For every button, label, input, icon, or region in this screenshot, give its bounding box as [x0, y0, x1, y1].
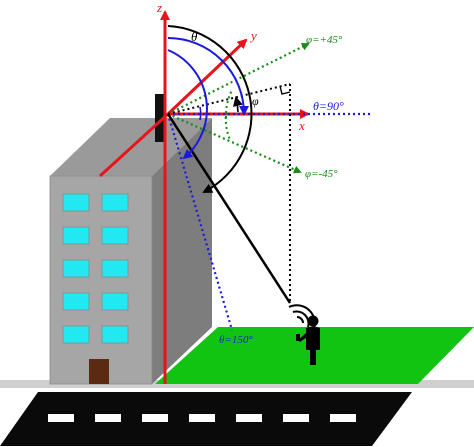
building-window: [62, 226, 90, 245]
right-angle-mark: [279, 85, 291, 95]
phi-plus-45-label: φ=+45°: [306, 34, 343, 46]
building-window: [62, 193, 90, 212]
theta-label: θ: [191, 29, 198, 44]
building-windows: [62, 193, 129, 344]
phi-plus-45-line: [167, 43, 310, 115]
theta-90-label: θ=90°: [313, 99, 344, 113]
phi-minus-45-label: φ=-45°: [305, 168, 338, 180]
user-ray: [166, 113, 292, 304]
phi-direction-lines: [167, 43, 310, 174]
projection-ray: [167, 83, 291, 115]
theta-arc-150: [167, 49, 208, 160]
building-window: [62, 292, 90, 311]
signal-icon: [288, 304, 316, 332]
building-window: [62, 259, 90, 278]
y-axis-line: [166, 38, 248, 116]
y-axis-negative-line: [98, 112, 170, 178]
x-axis-label: x: [298, 118, 305, 133]
building-window: [101, 226, 129, 245]
phi-minus-arc: [224, 111, 231, 141]
building-door: [89, 359, 109, 384]
theta-arc-small: [199, 106, 202, 121]
building-window: [101, 193, 129, 212]
phi-label: φ: [252, 94, 259, 108]
building-window: [62, 325, 90, 344]
z-axis-label: z: [156, 0, 162, 15]
y-axis-label: y: [249, 28, 257, 43]
theta-150-label: θ=150°: [219, 334, 253, 346]
building-window: [101, 259, 129, 278]
antenna-panel: [155, 94, 165, 142]
theta-arc-black: [167, 25, 253, 193]
building-window: [101, 325, 129, 344]
projection-lines: [167, 83, 291, 303]
theta-direction-lines: [166, 112, 372, 331]
phi-arc: [233, 96, 243, 113]
labels: z y x θ φ φ=+45° φ=-45° θ=90° θ=150°: [156, 0, 344, 346]
building-window: [101, 292, 129, 311]
lane-markings: [48, 414, 356, 422]
building: [49, 118, 212, 385]
phi-minus-45-line: [167, 112, 302, 174]
road: [0, 380, 474, 446]
